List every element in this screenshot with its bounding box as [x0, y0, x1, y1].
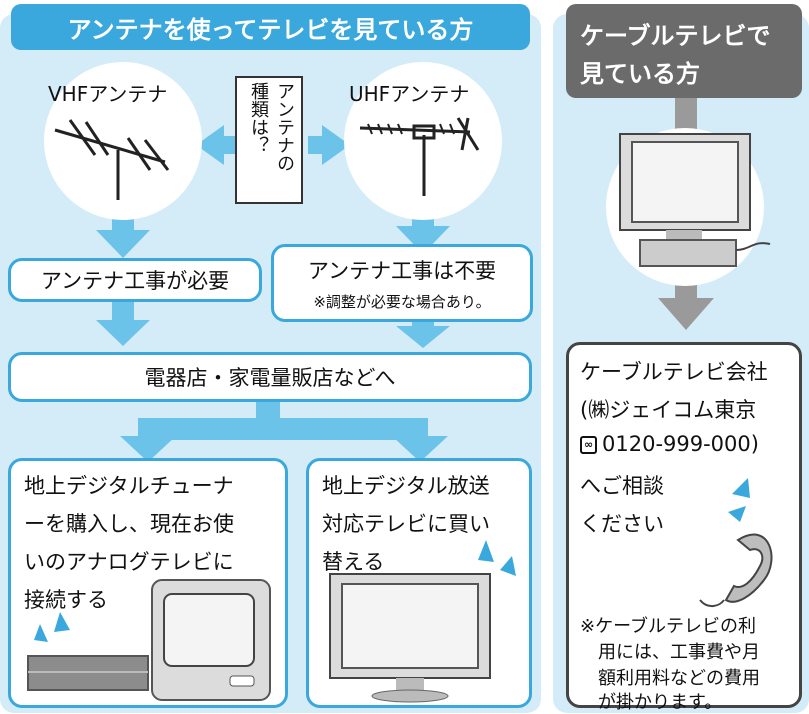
cable-header-line1: ケーブルテレビで — [580, 22, 771, 50]
antenna-work-needed-text: アンテナ工事が必要 — [40, 269, 230, 293]
question-col2: 種類は？ — [248, 82, 269, 154]
antenna-type-question-box — [235, 76, 303, 204]
cable-company-phone: 0120-999-000) — [602, 432, 759, 456]
tuner-line-3: いのアナログテレビに — [24, 550, 234, 574]
antenna-work-needed-box: アンテナ工事が必要 — [8, 258, 262, 302]
left-arrow-head — [196, 125, 224, 165]
tuner-line-2: ーを購入し、現在お使 — [24, 512, 234, 536]
uhf-down-head — [396, 226, 450, 254]
antenna-header-text: アンテナを使ってテレビを見ている方 — [67, 15, 474, 44]
need-down-head — [96, 320, 150, 346]
electronics-store-text: 電器店・家電量販店などへ — [144, 366, 396, 390]
antenna-header: アンテナを使ってテレビを見ている方 — [11, 4, 530, 50]
replace-line-1: 地上デジタル放送 — [322, 474, 490, 498]
replace-line-2: 対応テレビに買い — [322, 512, 490, 536]
cable-company-line5: ください — [580, 512, 664, 536]
cable-company-box — [566, 342, 802, 708]
question-col1: アンテナの — [274, 82, 295, 172]
cable-note-line1: ※ケーブルテレビの利 — [580, 616, 757, 637]
need-down-stem — [112, 300, 134, 322]
tuner-line-1: 地上デジタルチューナ — [24, 474, 234, 498]
cable-arrow-1 — [675, 98, 697, 134]
cable-header — [566, 4, 802, 98]
vhf-label: VHFアンテナ — [48, 82, 168, 106]
cable-note-line3: 額利用料などの費用 — [598, 668, 760, 689]
antenna-work-not-needed-text: アンテナ工事は不要 — [307, 259, 497, 283]
vhf-down-head — [96, 230, 150, 258]
vhf-circle — [44, 62, 202, 220]
free-dial-icon: ∞ — [580, 436, 598, 454]
electronics-store-box: 電器店・家電量販店などへ — [8, 352, 532, 402]
cable-company-line1: ケーブルテレビ会社 — [580, 360, 768, 384]
cable-company-line2: (㈱ジェイコム東京 — [580, 398, 757, 422]
cable-note-line4: が掛かります。 — [598, 692, 723, 713]
right-arrow-stem — [308, 136, 324, 154]
uhf-label: UHFアンテナ — [349, 82, 470, 106]
replace-line-3: 替える — [322, 550, 385, 574]
antenna-work-not-needed-box: アンテナ工事は不要 ※調整が必要な場合あり。 — [271, 244, 533, 322]
cable-set-top-box — [639, 239, 737, 267]
nowork-down-stem — [412, 320, 434, 328]
branch-right-head — [392, 436, 448, 462]
left-arrow-stem — [222, 136, 238, 154]
phone-handset-icon — [724, 533, 773, 603]
branch-left-head — [120, 436, 176, 462]
branch-stem — [256, 400, 280, 422]
cable-header-line2: 見ている方 — [580, 60, 700, 88]
branch-bar — [138, 418, 428, 440]
right-arrow-head — [322, 125, 350, 165]
cable-note-line2: 用には、工事費や月 — [598, 642, 760, 663]
adjust-note: ※調整が必要な場合あり。 — [313, 293, 491, 311]
cable-arrow-2-head — [658, 298, 714, 330]
nowork-down-head — [396, 326, 450, 348]
cable-company-line4: へご相談 — [580, 474, 664, 498]
tuner-line-4: 接続する — [24, 588, 108, 612]
